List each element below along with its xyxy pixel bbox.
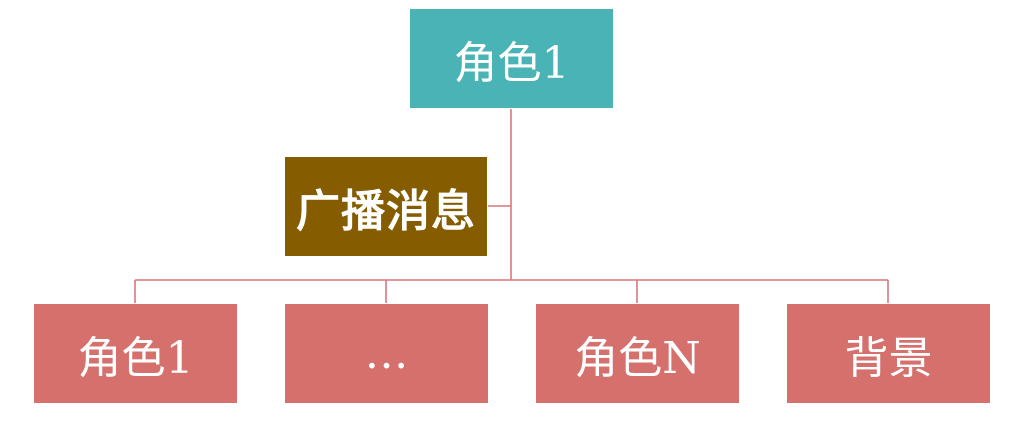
child-node: …: [284, 303, 489, 404]
broadcast-message-node: 广播消息: [284, 156, 488, 257]
child-node-label: 角色N: [574, 332, 701, 384]
child-node-label: …: [364, 328, 409, 379]
child-node: 角色N: [535, 303, 740, 404]
broadcast-message-label: 广播消息: [296, 185, 476, 237]
child-node-label: 角色1: [77, 332, 194, 384]
child-node-label: 背景: [844, 332, 933, 384]
child-node: 角色1: [33, 303, 238, 404]
root-node: 角色1: [409, 8, 614, 109]
child-node: 背景: [786, 303, 991, 404]
root-node-label: 角色1: [453, 37, 570, 89]
